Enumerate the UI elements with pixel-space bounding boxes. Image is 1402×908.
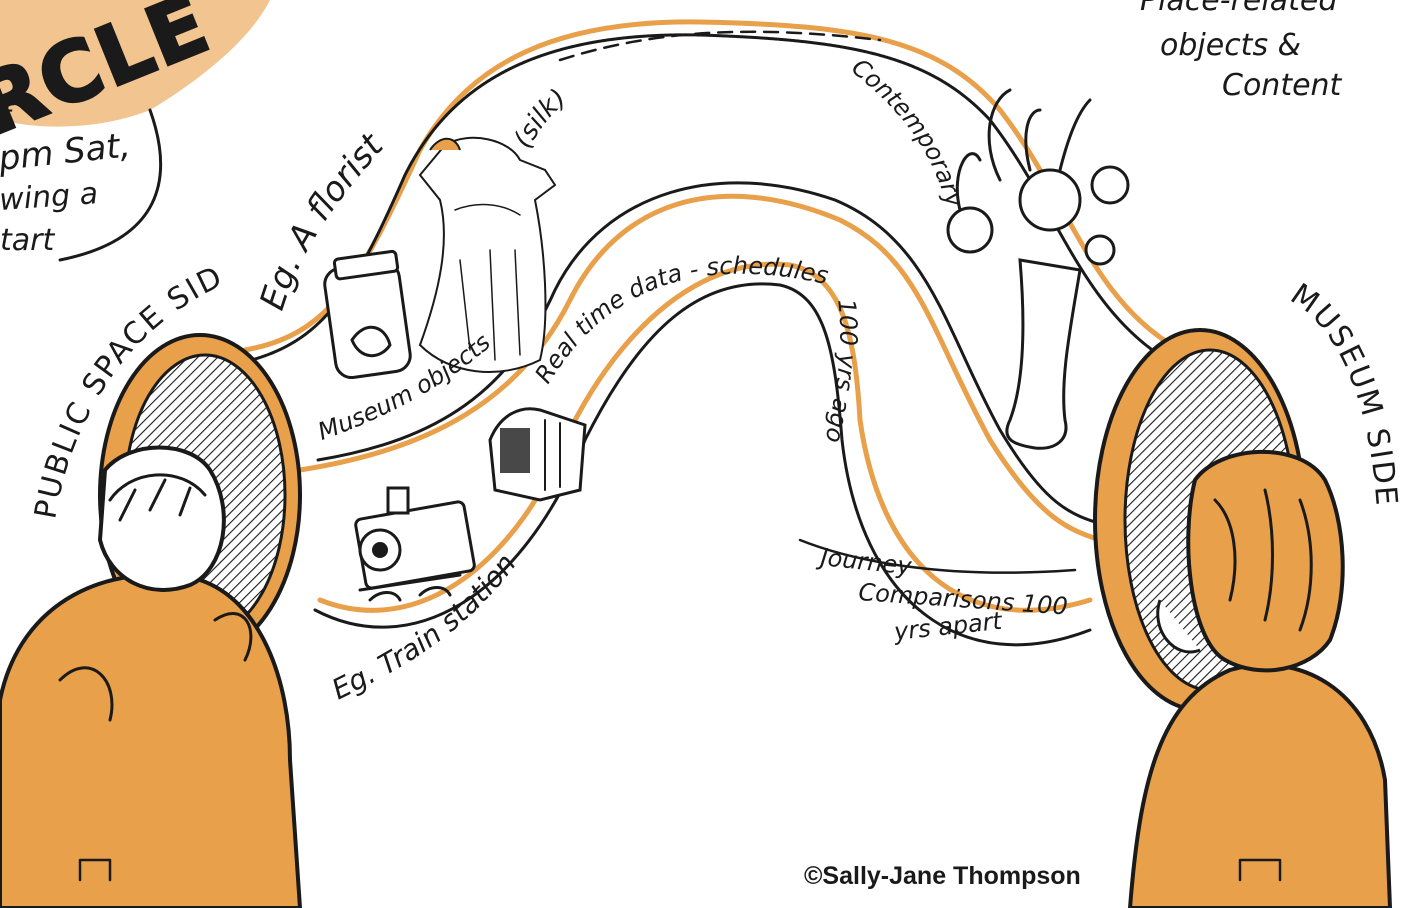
svg-text:Real time data - schedules: Real time data - schedules xyxy=(529,252,830,388)
right-note: Place-related objects & Content xyxy=(1140,0,1343,103)
jar-icon xyxy=(323,251,413,380)
modern-train-icon xyxy=(490,409,585,500)
vase-flowers-icon xyxy=(948,90,1128,448)
left-note-line-3: wing a xyxy=(0,176,99,218)
copyright-text: ©Sally-Jane Thompson xyxy=(804,862,1081,891)
right-note-line-3: Content xyxy=(1222,68,1343,103)
journey-line-3: yrs apart xyxy=(892,607,1005,646)
journey-line-1: Journey xyxy=(815,543,913,581)
label-100-yrs-ago: 100 yrs ago xyxy=(819,298,862,446)
svg-text:(silk): (silk) xyxy=(508,83,572,153)
right-note-line-1: Place-related xyxy=(1140,0,1338,18)
svg-text:100 yrs ago: 100 yrs ago xyxy=(819,298,862,446)
dress-icon xyxy=(420,138,555,372)
journey-note: Journey Comparisons 100 yrs apart xyxy=(815,543,1068,646)
left-note-line-4: tart xyxy=(0,223,55,258)
title-fragment: IRCLE xyxy=(0,0,270,260)
label-silk: (silk) xyxy=(508,83,572,153)
right-note-line-2: objects & xyxy=(1160,28,1301,63)
label-real-time: Real time data - schedules xyxy=(529,252,830,388)
